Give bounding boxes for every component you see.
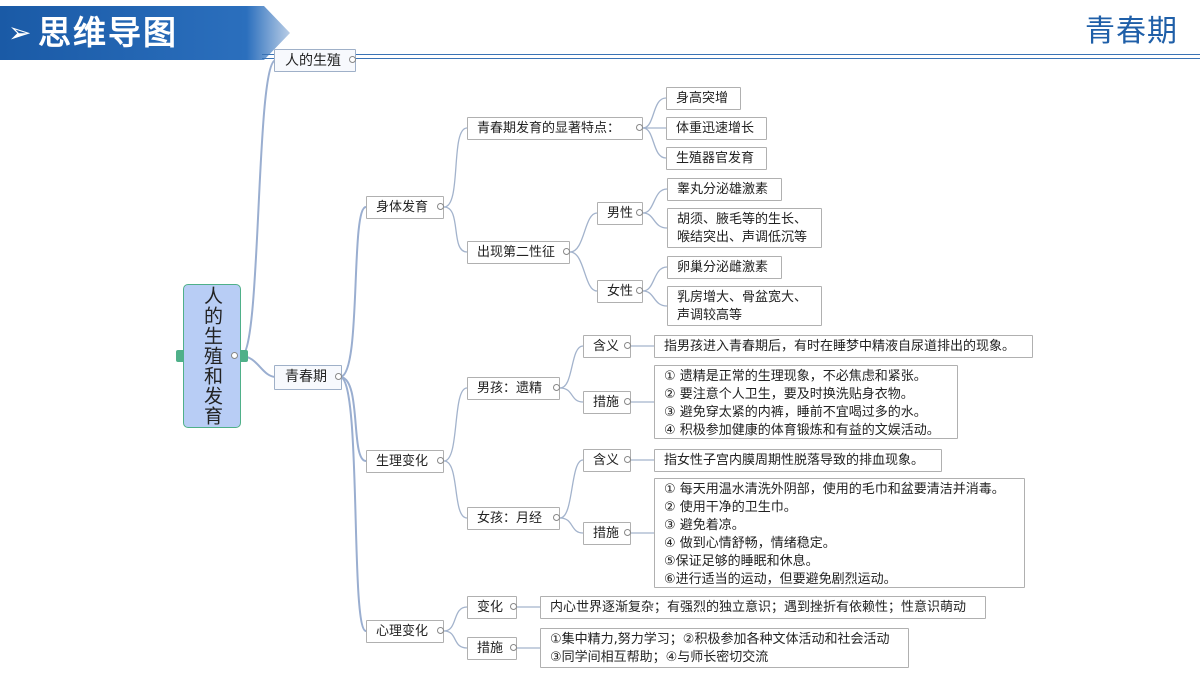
leaf-weight-gain[interactable]: 体重迅速增长 <box>666 117 767 140</box>
psychological-change-toggle[interactable] <box>437 627 444 634</box>
boy-emission-toggle[interactable] <box>553 384 560 391</box>
leaf-male-traits[interactable]: 胡须、腋毛等的生长、 喉结突出、声调低沉等 <box>667 208 822 248</box>
node-girl-menstruation[interactable]: 女孩：月经 <box>467 507 560 530</box>
leaf-psych-measures-list[interactable]: ①集中精力,努力学习；②积极参加各种文体活动和社会活动 ③同学间相互帮助；④与师… <box>540 628 909 668</box>
leaf-reproductive-organs[interactable]: 生殖器官发育 <box>666 147 767 170</box>
header-divider-top <box>262 54 1200 55</box>
root-left-handle[interactable] <box>176 350 183 362</box>
header-divider-bottom <box>262 58 1200 59</box>
boy-measure-3: ③ 避免穿太紧的内裤，睡前不宜喝过多的水。 <box>664 405 927 420</box>
girl-measure-1: ① 每天用温水清洗外阴部，使用的毛巾和盆要清洁并消毒。 <box>664 482 1005 497</box>
node-female[interactable]: 女性 <box>597 280 643 303</box>
node-psych-change[interactable]: 变化 <box>467 596 517 619</box>
node-boy-measures[interactable]: 措施 <box>583 391 631 414</box>
psych-change-toggle[interactable] <box>510 603 517 610</box>
psych-measures-toggle[interactable] <box>510 644 517 651</box>
page-topic: 青春期 <box>1085 14 1178 49</box>
female-toggle[interactable] <box>636 287 643 294</box>
leaf-boy-meaning-text[interactable]: 指男孩进入青春期后，有时在睡梦中精液自尿道排出的现象。 <box>654 335 1033 358</box>
leaf-psych-change-text[interactable]: 内心世界逐渐复杂；有强烈的独立意识；遇到挫折有依赖性；性意识萌动 <box>540 596 986 619</box>
puberty-features-toggle[interactable] <box>636 124 643 131</box>
branch-puberty[interactable]: 青春期 <box>274 365 342 390</box>
boy-measure-4: ④ 积极参加健康的体育锻炼和有益的文娱活动。 <box>664 423 940 438</box>
leaf-girl-meaning-text[interactable]: 指女性子宫内膜周期性脱落导致的排血现象。 <box>654 449 942 472</box>
branch-reproduction[interactable]: 人的生殖 <box>274 49 356 72</box>
leaf-female-traits-line1: 乳房增大、骨盆宽大、 <box>677 290 808 305</box>
girl-measures-toggle[interactable] <box>624 529 631 536</box>
girl-measure-5: ⑤保证足够的睡眠和休息。 <box>664 554 819 569</box>
girl-measure-4: ④ 做到心情舒畅，情绪稳定。 <box>664 536 836 551</box>
leaf-female-traits-line2: 声调较高等 <box>677 308 743 323</box>
node-psych-measures[interactable]: 措施 <box>467 637 517 660</box>
node-body-development[interactable]: 身体发育 <box>366 196 444 219</box>
girl-measure-3: ③ 避免着凉。 <box>664 518 745 533</box>
girl-menstruation-toggle[interactable] <box>553 514 560 521</box>
boy-measure-1: ① 遗精是正常的生理现象，不必焦虑和紧张。 <box>664 369 927 384</box>
leaf-male-traits-line1: 胡须、腋毛等的生长、 <box>677 212 808 227</box>
arrow-icon: ➢ <box>8 16 32 49</box>
leaf-height-surge[interactable]: 身高突增 <box>666 87 741 110</box>
leaf-male-traits-line2: 喉结突出、声调低沉等 <box>677 230 808 245</box>
root-node[interactable]: 人的生殖和发育 <box>183 284 241 428</box>
node-girl-meaning[interactable]: 含义 <box>583 449 631 472</box>
boy-measures-toggle[interactable] <box>624 398 631 405</box>
psych-measure-line1: ①集中精力,努力学习；②积极参加各种文体活动和社会活动 <box>550 632 890 647</box>
physiological-change-toggle[interactable] <box>437 457 444 464</box>
girl-measure-2: ② 使用干净的卫生巾。 <box>664 500 797 515</box>
node-puberty-features[interactable]: 青春期发育的显著特点： <box>467 117 643 140</box>
body-development-toggle[interactable] <box>437 203 444 210</box>
node-psychological-change[interactable]: 心理变化 <box>366 620 444 643</box>
node-male[interactable]: 男性 <box>597 202 643 225</box>
node-boy-meaning[interactable]: 含义 <box>583 335 631 358</box>
branch-reproduction-toggle[interactable] <box>349 56 356 63</box>
root-collapse-toggle[interactable] <box>231 352 238 359</box>
node-girl-measures[interactable]: 措施 <box>583 522 631 545</box>
branch-puberty-toggle[interactable] <box>335 373 342 380</box>
male-toggle[interactable] <box>636 209 643 216</box>
leaf-boy-measures-list[interactable]: ① 遗精是正常的生理现象，不必焦虑和紧张。 ② 要注意个人卫生，要及时换洗贴身衣… <box>654 365 958 439</box>
leaf-testes-androgen[interactable]: 睾丸分泌雄激素 <box>667 178 782 201</box>
banner-title: 思维导图 <box>38 13 178 52</box>
boy-measure-2: ② 要注意个人卫生，要及时换洗贴身衣物。 <box>664 387 914 402</box>
psych-measure-line2: ③同学间相互帮助；④与师长密切交流 <box>550 650 769 665</box>
leaf-girl-measures-list[interactable]: ① 每天用温水清洗外阴部，使用的毛巾和盆要清洁并消毒。 ② 使用干净的卫生巾。 … <box>654 478 1025 588</box>
leaf-ovary-estrogen[interactable]: 卵巢分泌雌激素 <box>667 256 782 279</box>
secondary-sex-traits-toggle[interactable] <box>563 248 570 255</box>
title-banner <box>0 6 290 60</box>
node-boy-emission[interactable]: 男孩：遗精 <box>467 377 560 400</box>
node-physiological-change[interactable]: 生理变化 <box>366 450 444 473</box>
girl-measure-6: ⑥进行适当的运动，但要避免剧烈运动。 <box>664 572 897 587</box>
boy-meaning-toggle[interactable] <box>624 342 631 349</box>
root-right-handle[interactable] <box>241 350 248 362</box>
leaf-female-traits[interactable]: 乳房增大、骨盆宽大、 声调较高等 <box>667 286 822 326</box>
node-secondary-sex-traits[interactable]: 出现第二性征 <box>467 241 570 264</box>
girl-meaning-toggle[interactable] <box>624 456 631 463</box>
root-label: 人的生殖和发育 <box>201 286 223 426</box>
